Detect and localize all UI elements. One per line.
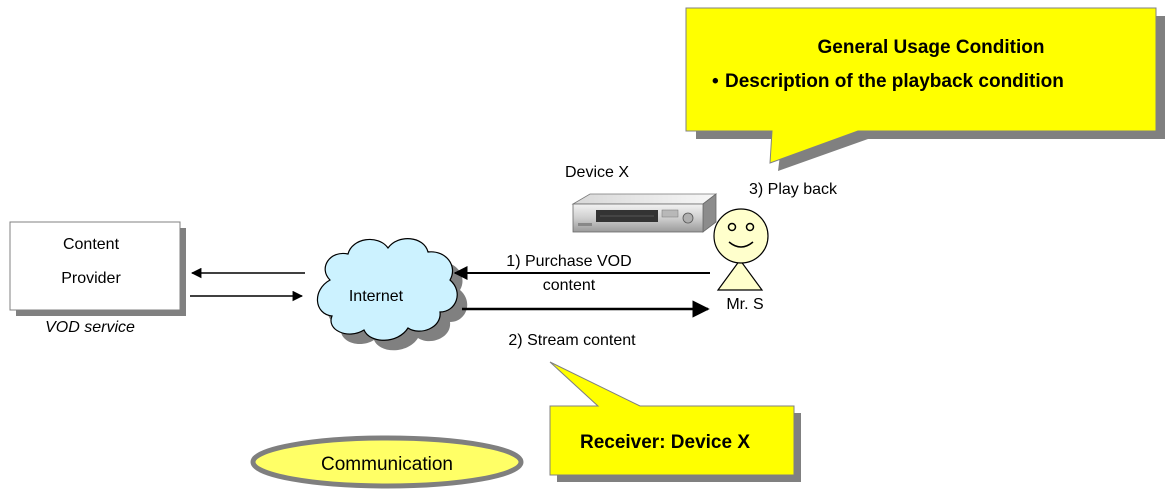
person-icon	[713, 208, 769, 291]
receiver-callout-text: Receiver: Device X	[580, 432, 750, 453]
content-provider-box	[9, 221, 186, 316]
device-title: Device X	[565, 164, 629, 181]
receiver-callout-body	[549, 361, 795, 476]
internet-cloud	[316, 238, 468, 351]
callout-bullet-symbol: •	[712, 71, 719, 92]
provider-line2: Provider	[61, 270, 121, 287]
callout-title: General Usage Condition	[818, 37, 1045, 58]
step-purchase-line2: content	[543, 277, 596, 294]
step-stream-label: 2) Stream content	[508, 332, 636, 349]
communication-badge: Communication	[250, 435, 524, 489]
callout-bullet-text: Description of the playback condition	[725, 71, 1064, 92]
internet-label: Internet	[349, 288, 404, 305]
provider-caption: VOD service	[45, 319, 135, 336]
provider-line1: Content	[63, 236, 120, 253]
receiver-callout: Receiver: Device X	[549, 361, 801, 482]
person-name: Mr. S	[726, 296, 763, 313]
communication-label: Communication	[321, 454, 453, 475]
device-x-icon	[571, 193, 718, 233]
step-purchase-line1: 1) Purchase VOD	[506, 253, 631, 270]
general-usage-callout: General Usage Condition • Description of…	[685, 7, 1165, 171]
callout-body	[685, 7, 1157, 164]
step-playback-label: 3) Play back	[749, 181, 838, 198]
